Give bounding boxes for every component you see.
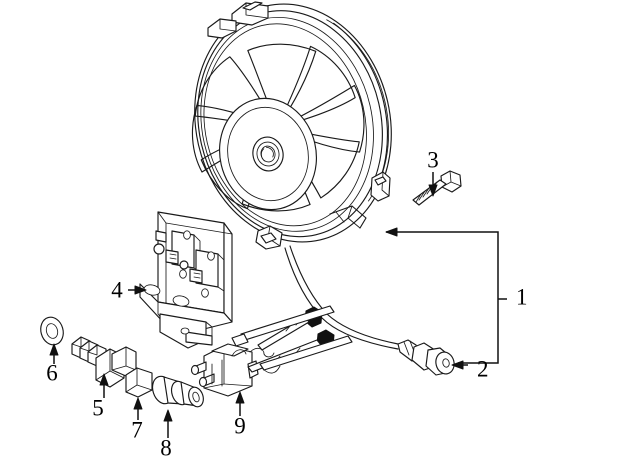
callout-leader-2: [451, 360, 468, 370]
callout-leader-7: [133, 397, 143, 420]
callout-leader-9: [235, 391, 245, 416]
callout-7-label[interactable]: 7: [131, 417, 143, 442]
relay-control-module-bracket[interactable]: [139, 211, 233, 349]
shroud-bottom-mounting-tab: [255, 225, 283, 250]
fan-motor-support-strut: [329, 205, 367, 229]
callout-9-label[interactable]: 9: [234, 413, 246, 438]
callout-leader-4: [128, 285, 147, 295]
fan-and-shroud-assembly[interactable]: [171, 0, 414, 350]
fan-harness-cable: [284, 245, 399, 350]
callout-leader-8: [163, 409, 173, 438]
callout-3-label[interactable]: 3: [427, 147, 439, 172]
fan-switch-assembly[interactable]: [190, 305, 353, 397]
callout-5-label[interactable]: 5: [92, 395, 104, 420]
callout-8-label[interactable]: 8: [160, 435, 172, 460]
connector-cap[interactable]: [125, 367, 153, 398]
callout-leader-5: [99, 373, 109, 398]
callout-4-label[interactable]: 4: [111, 277, 123, 302]
shroud-side-bracket: [370, 171, 391, 202]
fan-hub: [218, 97, 318, 211]
callout-leader-1: [385, 227, 507, 364]
callout-6-label[interactable]: 6: [46, 360, 58, 385]
switch-probe-rod: [231, 305, 335, 347]
callout-1-label[interactable]: 1: [516, 284, 528, 309]
callout-leader-6: [49, 343, 59, 364]
callout-2-label[interactable]: 2: [477, 356, 489, 381]
callout-leader-3: [428, 172, 438, 197]
mounting-bolt[interactable]: [412, 170, 462, 206]
wiring-harness-connector[interactable]: [397, 339, 456, 376]
switch-probe-rod-2: [259, 335, 353, 374]
sealing-o-ring[interactable]: [38, 315, 67, 348]
plug-fitting[interactable]: [149, 374, 206, 409]
shroud-top-mounting-tab: [207, 1, 269, 39]
